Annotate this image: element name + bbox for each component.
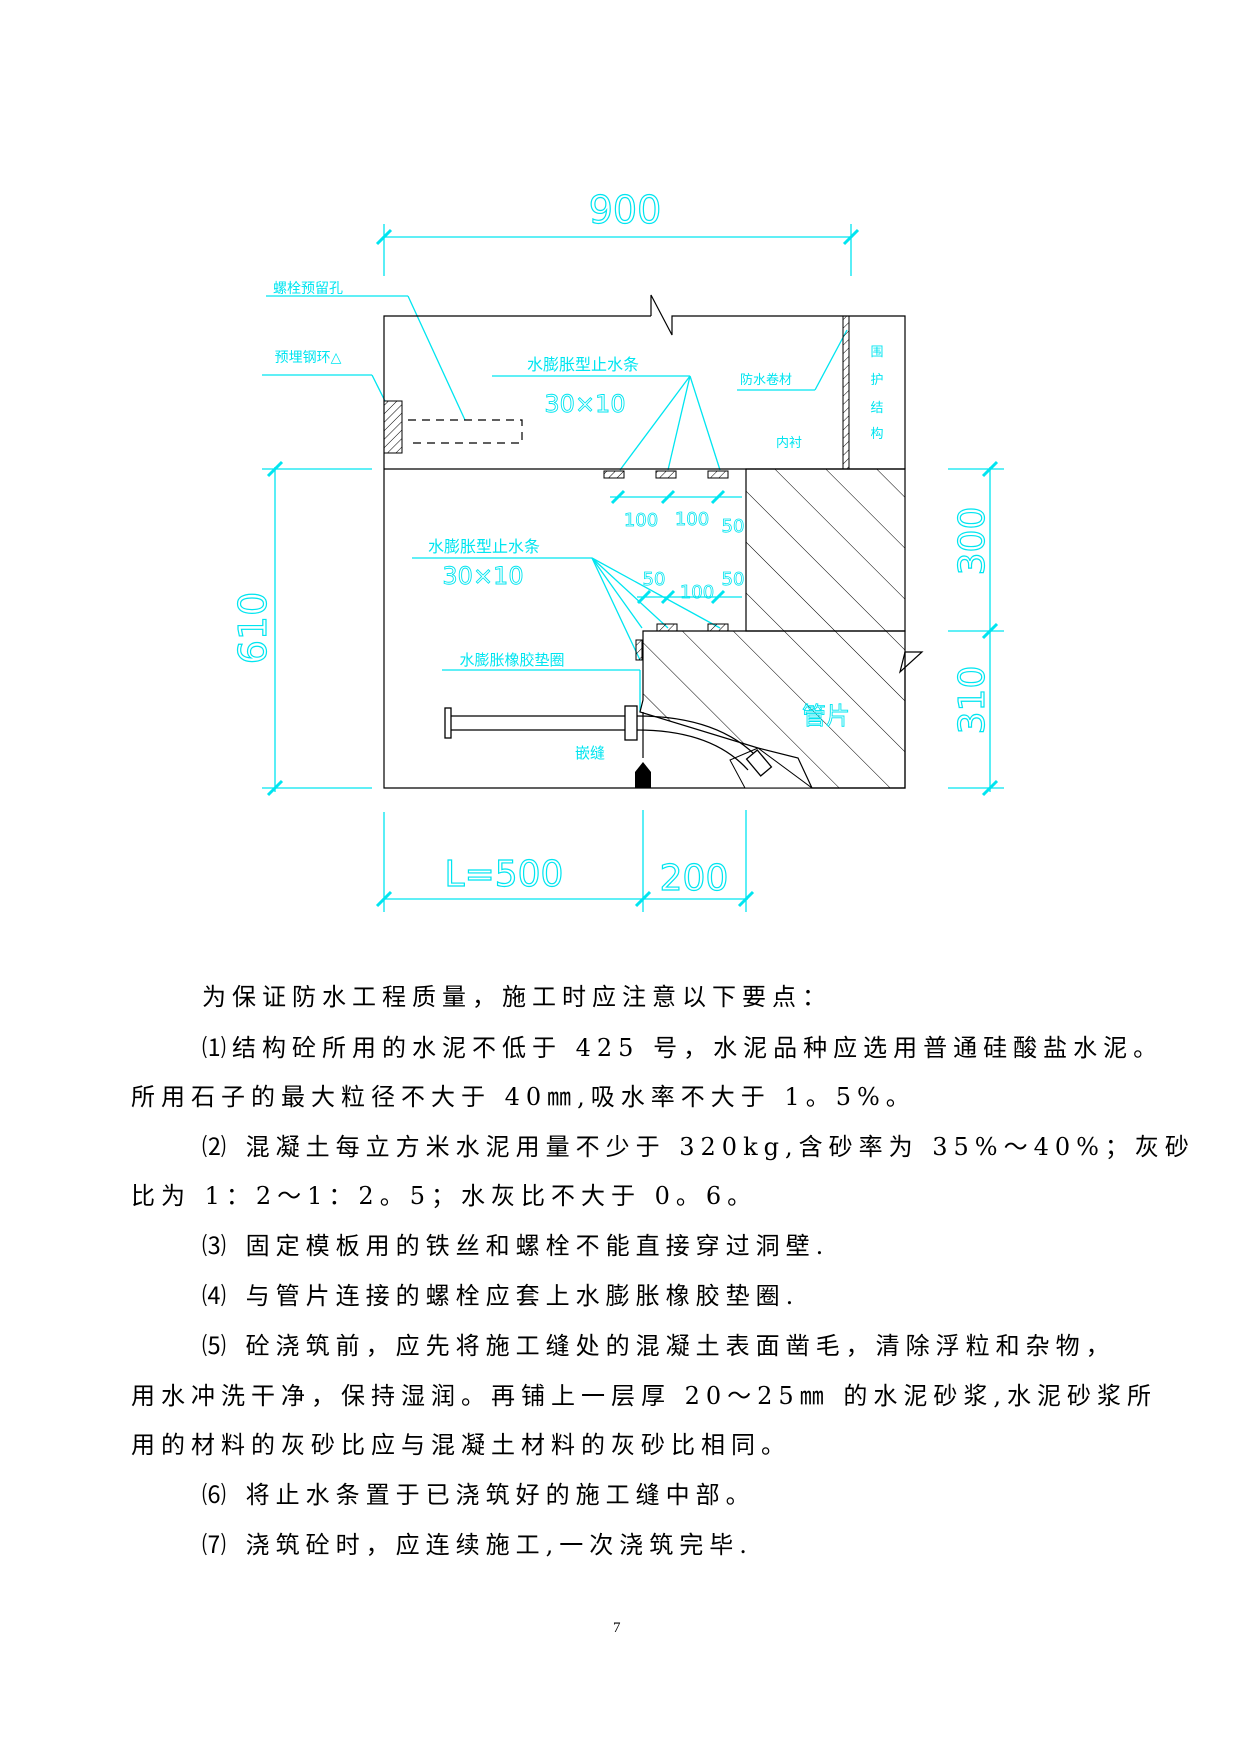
- item-2-line-1: ⑵ 混凝土每立方米水泥用量不少于 320kg,含砂率为 35%～40%；灰砂: [202, 1133, 1195, 1161]
- label-strip-upper: 水膨胀型止水条: [527, 355, 639, 374]
- label-strip-lower: 水膨胀型止水条: [428, 537, 540, 556]
- dim-610: 610: [231, 592, 275, 665]
- item-6: ⑹ 将止水条置于已浇筑好的施工缝中部。: [202, 1481, 756, 1509]
- label-retaining-1: 围: [870, 345, 883, 360]
- dim-200: 200: [660, 858, 729, 899]
- label-lining: 内衬: [776, 435, 802, 451]
- item-5-line-1: ⑸ 砼浇筑前，应先将施工缝处的混凝土表面凿毛，清除浮粒和杂物，: [202, 1332, 1116, 1360]
- dim-100-c: 100: [680, 582, 714, 603]
- dim-50-c: 50: [722, 569, 745, 590]
- label-caulk: 嵌缝: [575, 744, 605, 762]
- item-1-line-2: 所用石子的最大粒径不大于 40㎜,吸水率不大于 1。5%。: [131, 1083, 916, 1111]
- dim-100-b: 100: [675, 509, 709, 530]
- item-1-line-1: ⑴结构砼所用的水泥不低于 425 号，水泥品种应选用普通硅酸盐水泥。: [202, 1034, 1164, 1062]
- label-bolt-hole: 螺栓预留孔: [273, 281, 343, 297]
- waterproof-joint-drawing: 900 610 300 310 L=500 200 100 100 50 50 …: [230, 187, 1004, 912]
- item-7: ⑺ 浇筑砼时，应连续施工,一次浇筑完毕.: [202, 1531, 753, 1559]
- segment-block: [639, 630, 906, 789]
- label-retaining-2: 护: [870, 373, 883, 388]
- intro-line: 为保证防水工程质量，施工时应注意以下要点：: [202, 983, 832, 1011]
- label-rubber-ring: 水膨胀橡胶垫圈: [459, 651, 564, 669]
- dim-50-a: 50: [722, 516, 745, 537]
- page-number: 7: [613, 1620, 621, 1636]
- steel-ring: [383, 400, 403, 454]
- lining-block: [745, 468, 906, 632]
- dimension-lines: [262, 224, 1004, 912]
- dim-900: 900: [589, 188, 662, 232]
- water-strips: [603, 470, 729, 661]
- item-5-line-2: 用水冲洗干净，保持湿润。再铺上一层厚 20～25㎜ 的水泥砂浆,水泥砂浆所: [131, 1382, 1157, 1410]
- item-5-line-3: 用的材料的灰砂比应与混凝土材料的灰砂比相同。: [131, 1431, 791, 1459]
- dim-310: 310: [952, 666, 993, 735]
- waterproof-membrane: [842, 315, 850, 470]
- label-membrane: 防水卷材: [740, 372, 792, 388]
- dim-50-b: 50: [643, 569, 666, 590]
- item-4: ⑷ 与管片连接的螺栓应套上水膨胀橡胶垫圈.: [202, 1282, 800, 1310]
- size-lower: 30×10: [442, 562, 523, 590]
- size-upper: 30×10: [544, 390, 625, 418]
- label-steel-ring: 预埋钢环△: [275, 350, 342, 366]
- label-segment: 管片: [802, 702, 850, 730]
- bolt-hole: [408, 419, 523, 444]
- dim-300: 300: [952, 507, 993, 576]
- caulk-block: [635, 762, 651, 788]
- connecting-bolt: [444, 705, 773, 777]
- label-retaining-3: 结: [870, 401, 883, 416]
- label-retaining-4: 构: [870, 427, 883, 442]
- item-3: ⑶ 固定模板用的铁丝和螺栓不能直接穿过洞壁.: [202, 1232, 830, 1260]
- dimension-ticks: [266, 228, 999, 908]
- item-2-line-2: 比为 1：2～1：2。5；水灰比不大于 0。6。: [131, 1182, 758, 1210]
- dim-100-a: 100: [624, 510, 658, 531]
- dim-l500: L=500: [445, 854, 564, 895]
